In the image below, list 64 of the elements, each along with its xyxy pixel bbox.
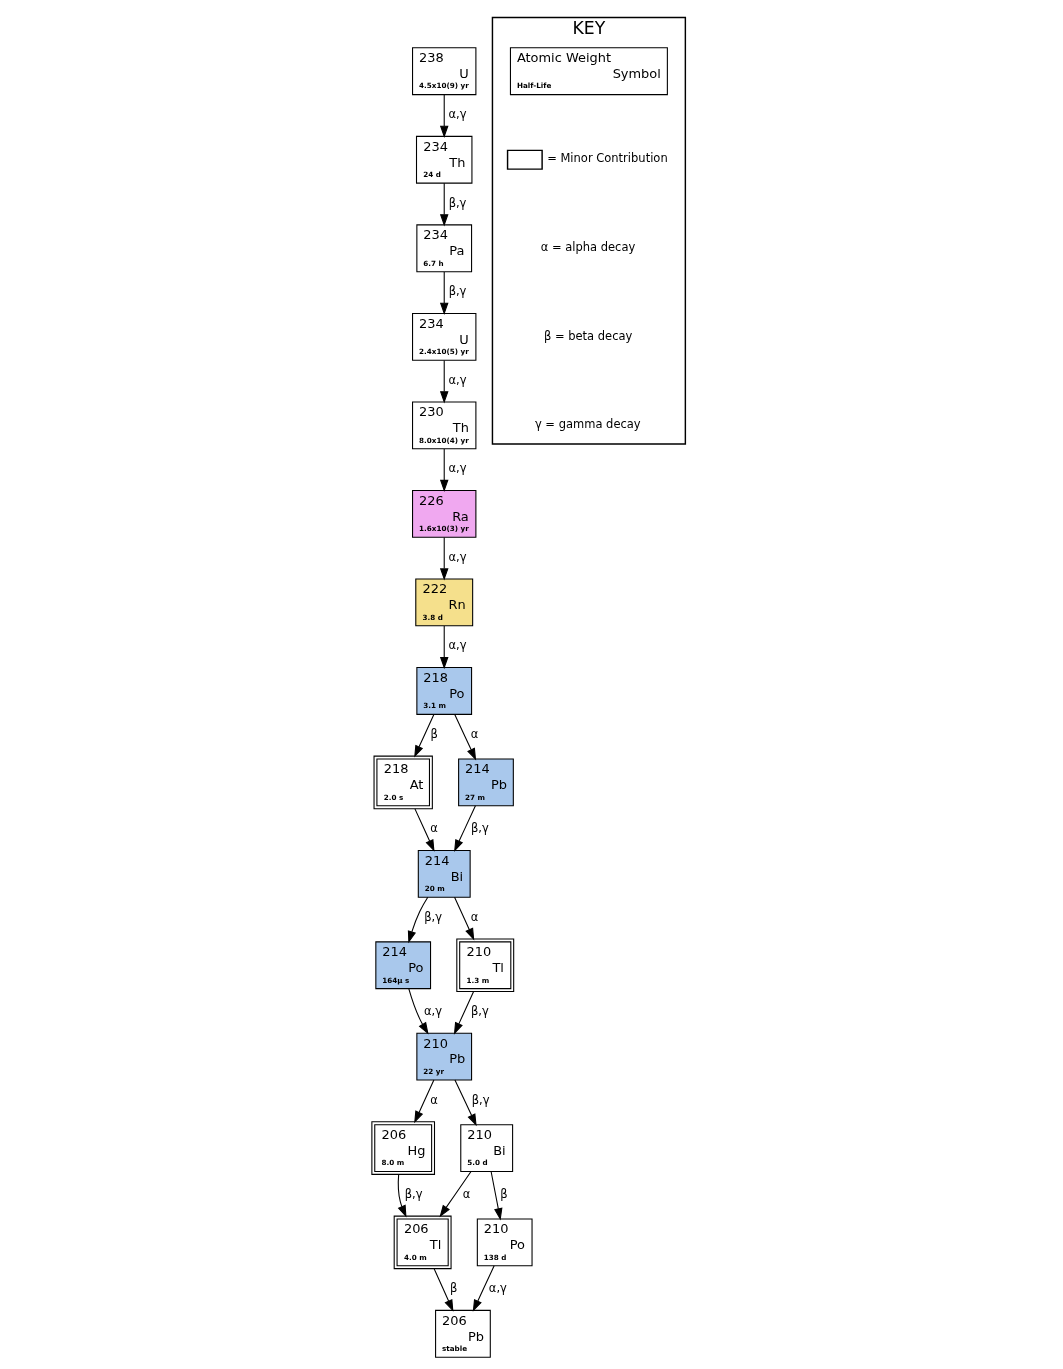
node-box: 214 Pb 27 m: [458, 758, 514, 807]
edge-label: β: [500, 1186, 508, 1201]
arrow: [454, 1079, 477, 1127]
edge-label: β,γ: [448, 195, 467, 210]
edge-label: β: [430, 726, 438, 741]
arrow: [439, 1170, 472, 1218]
arrow: [454, 896, 475, 941]
edge-label: α: [430, 1092, 438, 1107]
node-box: 234 U 2.4x10(5) yr: [412, 312, 477, 361]
arrow: [490, 1170, 503, 1221]
arrow: [472, 1265, 495, 1312]
edge-label: β: [449, 1281, 458, 1296]
arrow: [414, 808, 435, 852]
edge-label: β,γ: [471, 1092, 490, 1107]
edge-label: α,γ: [488, 1281, 507, 1296]
legend-label: α = alpha decay: [540, 240, 636, 255]
edge-label: α,γ: [448, 372, 467, 387]
node-box: 210 Bi 5.0 d: [460, 1124, 514, 1172]
arrow: [439, 359, 449, 404]
arrow: [439, 182, 449, 227]
node-box: 210 Pb 22 yr: [416, 1032, 473, 1081]
edge-label: α: [430, 821, 438, 836]
arrow: [414, 713, 435, 758]
arrow: [407, 896, 429, 944]
node-box: Atomic Weight Symbol Half-Life: [509, 47, 668, 96]
arrow: [453, 991, 475, 1035]
arrow: [439, 448, 449, 493]
node-box: 230 Th 8.0x10(4) yr: [412, 401, 477, 450]
node-box: 226 Ra 1.6x10(3) yr: [412, 489, 477, 538]
node-box: 238 U 4.5x10(9) yr: [412, 47, 477, 96]
arrow: [439, 271, 449, 315]
edge-label: β,γ: [470, 1004, 489, 1019]
node-box: 234 Pa 6.7 h: [416, 224, 473, 273]
arrow: [439, 625, 449, 670]
node-box: 214 Po 164µ s: [375, 941, 432, 990]
node-box: 234 Th 24 d: [415, 135, 473, 184]
arrow: [414, 1079, 435, 1124]
edge-label: β,γ: [424, 909, 442, 924]
edge-label: α,γ: [448, 461, 467, 476]
edge-label: β,γ: [470, 821, 489, 836]
node-box: 218 Po 3.1 m: [416, 667, 473, 715]
arrow: [433, 1268, 454, 1312]
edge-label: β,γ: [448, 284, 467, 299]
edge-label: α: [462, 1186, 471, 1201]
edge-label: α,γ: [424, 1004, 443, 1019]
edge-label: α: [470, 726, 479, 741]
arrow: [439, 94, 449, 138]
edge-label: β,γ: [404, 1186, 423, 1201]
node-box: 210 Po 138 d: [476, 1218, 533, 1267]
arrow: [439, 536, 449, 581]
node-box: 214 Bi 20 m: [417, 849, 471, 898]
arrow: [397, 1173, 407, 1218]
edge-label: α: [470, 909, 479, 924]
legend-label: = Minor Contribution: [547, 151, 668, 166]
edge-label: α,γ: [448, 549, 467, 564]
node-box: 222 Rn 3.8 d: [415, 578, 474, 627]
legend-label: γ = gamma decay: [534, 417, 641, 432]
legend-label: β = beta decay: [543, 328, 633, 343]
arrow: [454, 805, 476, 852]
edge-label: α,γ: [448, 638, 467, 653]
node-box: 206 Pb stable: [435, 1309, 491, 1358]
arrow: [408, 988, 429, 1035]
edge-label: α,γ: [448, 107, 467, 122]
arrow: [454, 713, 477, 761]
